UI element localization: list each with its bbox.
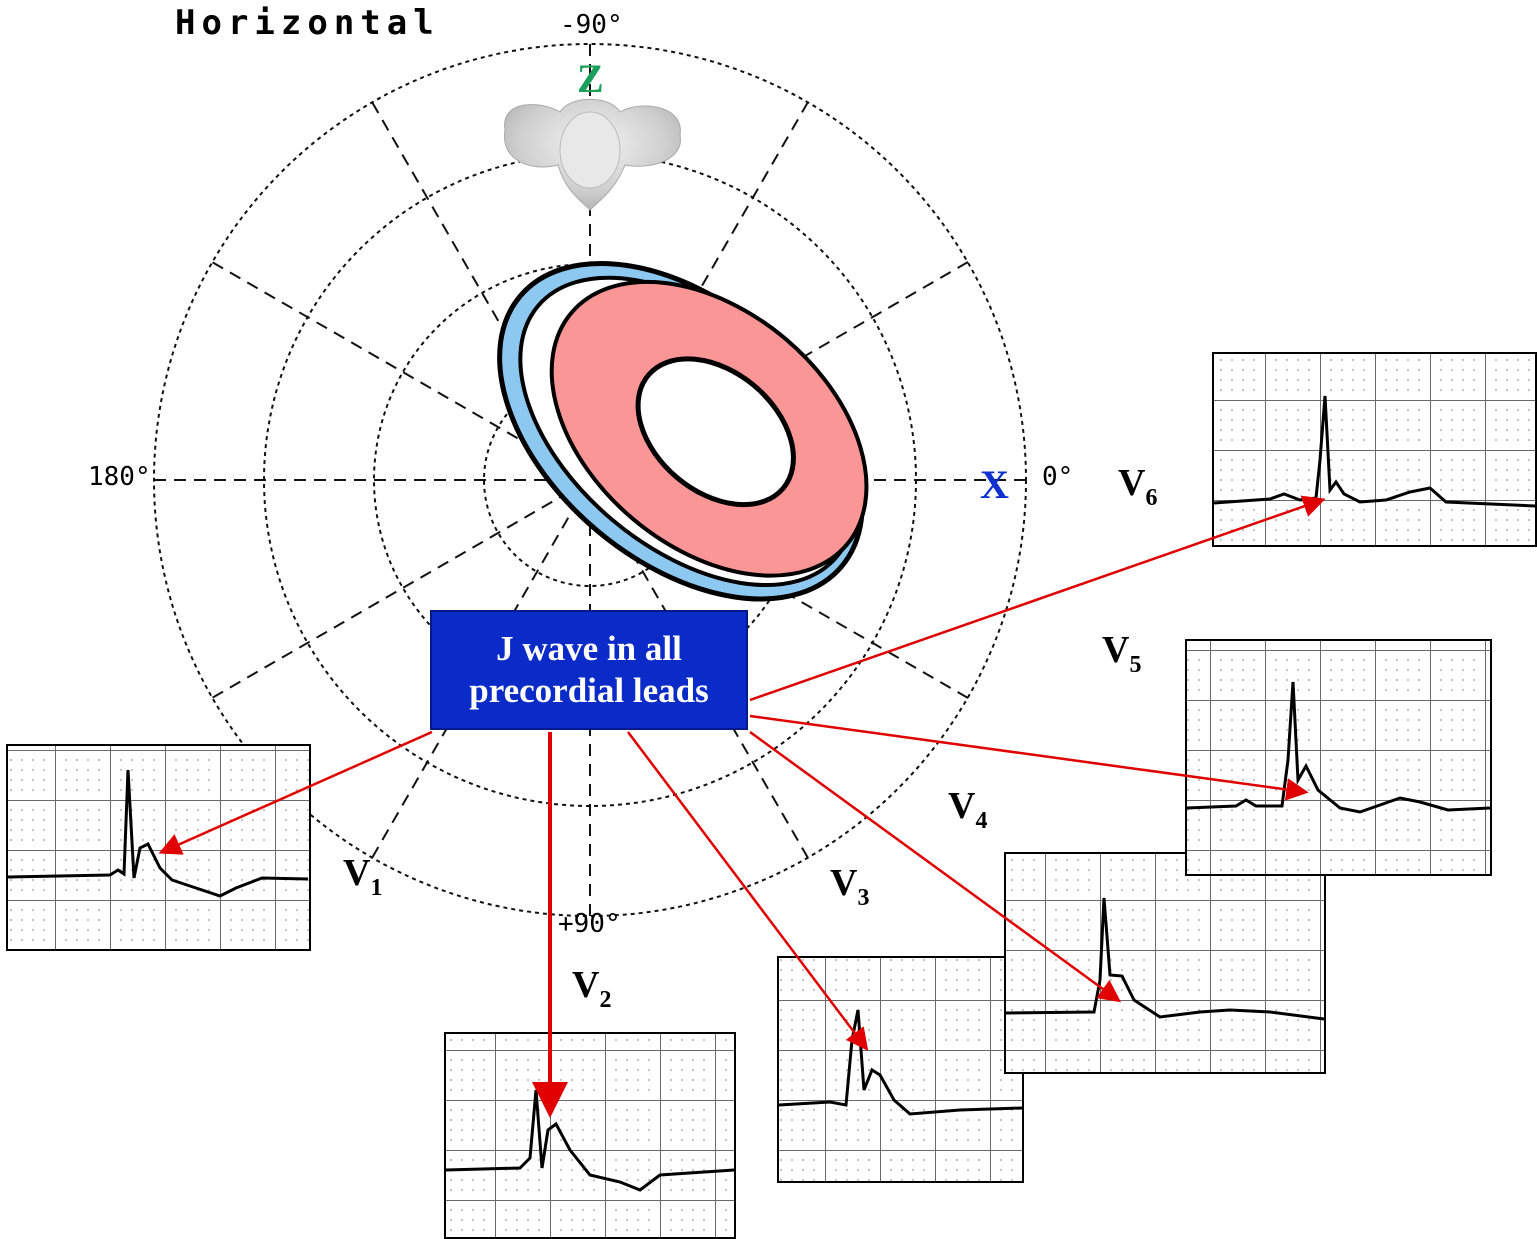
ecg-strip-v6: [1212, 352, 1537, 547]
lead-label-v2: V2: [572, 964, 611, 1013]
ecg-strip-v2: [444, 1032, 736, 1239]
heart-illustration: [504, 98, 681, 211]
j-wave-callout: J wave in all precordial leads: [430, 610, 748, 730]
lead-label-v4: V4: [948, 785, 987, 834]
angle-left: 180°: [88, 462, 151, 492]
ventricle-ring: [497, 260, 869, 602]
arrow-to-v3: [627, 731, 869, 1051]
callout-arrows: [158, 495, 1326, 1118]
arrow-to-v5: [749, 714, 1309, 801]
polar-spokes: [154, 44, 1026, 916]
callout-line-1: J wave in all: [496, 629, 682, 668]
ecg-strip-v3: [777, 956, 1024, 1183]
callout-line-2: precordial leads: [469, 671, 709, 710]
lead-label-v1: V1: [343, 852, 382, 901]
lead-label-v6: V6: [1118, 462, 1157, 511]
angle-top: -90°: [560, 10, 623, 40]
ecg-strip-v1: [6, 744, 311, 951]
angle-right: 0°: [1042, 462, 1073, 492]
arrow-to-v4: [749, 730, 1122, 1003]
lead-label-v5: V5: [1102, 629, 1141, 678]
ecg-strip-v5: [1185, 639, 1492, 876]
ecg-strip-v4: [1004, 852, 1326, 1074]
axis-x-label: X: [980, 462, 1009, 507]
angle-bottom: +90°: [558, 909, 621, 939]
arrow-to-v6: [749, 495, 1326, 702]
lead-label-v3: V3: [830, 862, 869, 911]
plane-title: Horizontal: [175, 3, 440, 43]
axis-z-label: Z: [577, 56, 604, 101]
arrow-to-v1: [158, 730, 433, 855]
